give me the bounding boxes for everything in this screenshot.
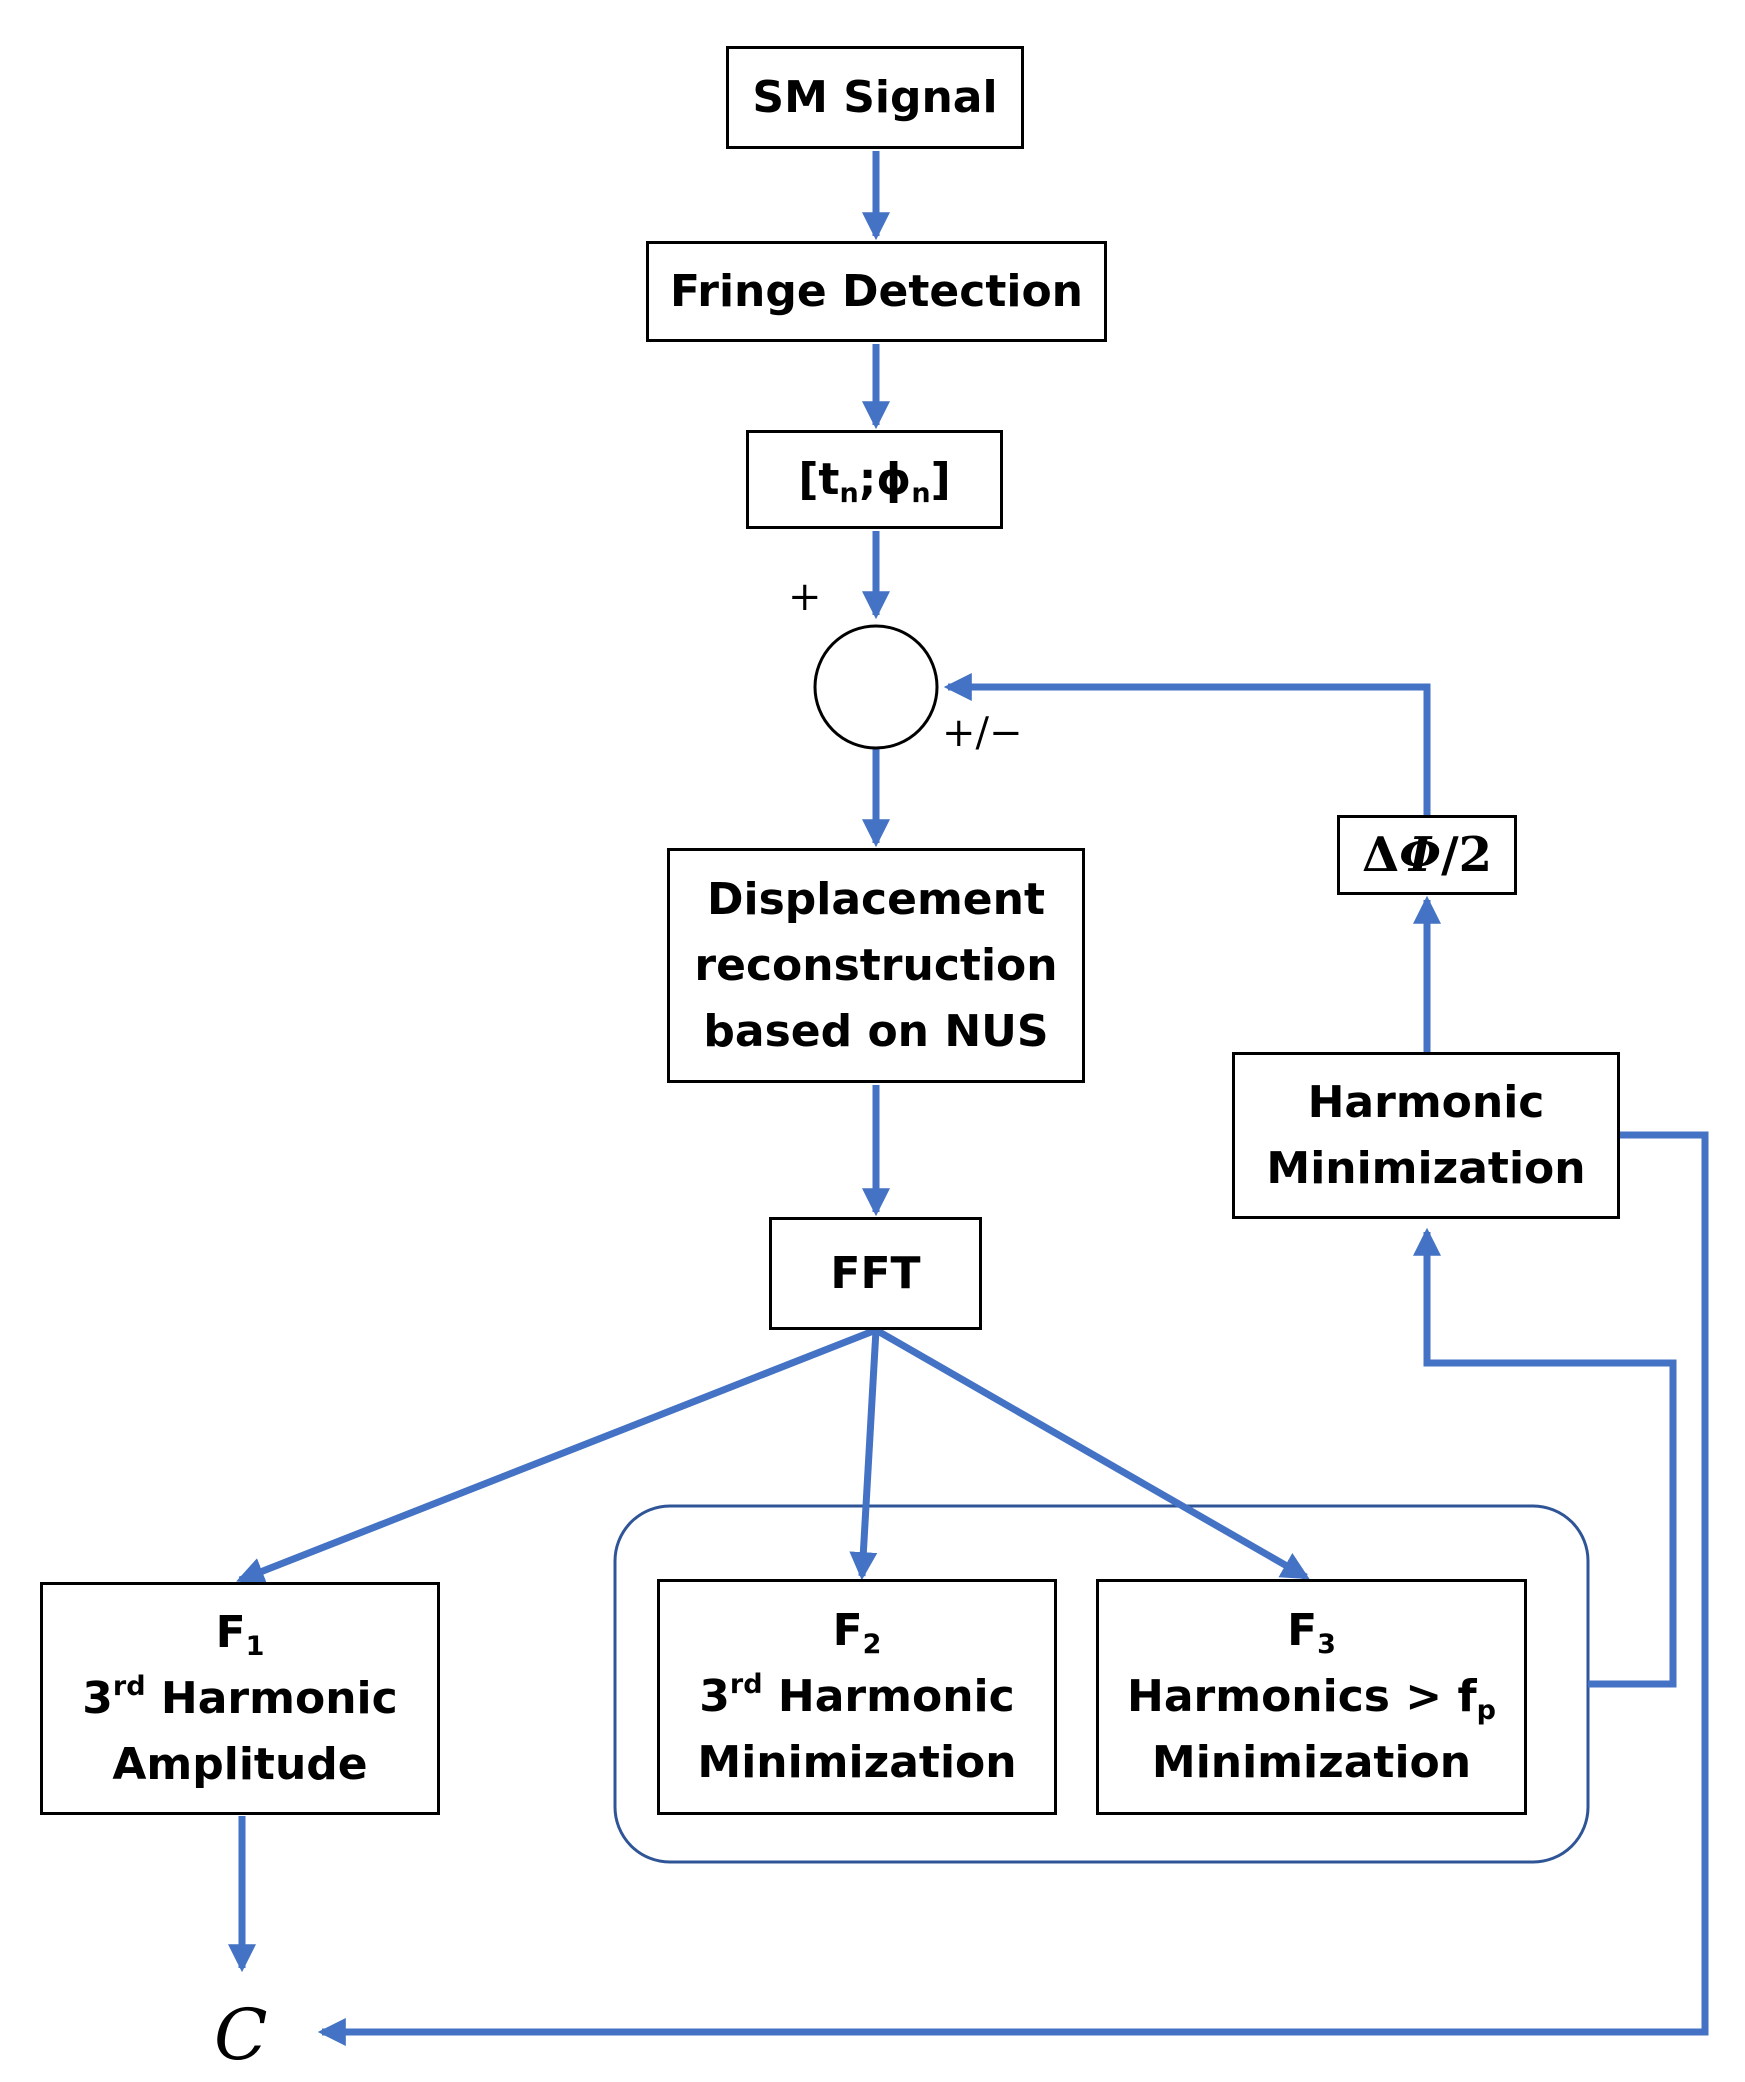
f2-line-3: Minimization [697,1737,1017,1788]
delta-phi-label: ΔΦ/2 [1362,822,1492,888]
f3-line-2-pre: Harmonics > f [1127,1671,1477,1722]
f2-line-2-rest: Harmonic [762,1671,1015,1722]
f2-sup: rd [729,1669,763,1700]
tn-phin-box: [tn;ϕn] [746,430,1003,529]
tn-phin-mid: ;ϕ [858,453,912,505]
arrow-fft-to-f2 [849,1329,880,1581]
f3-line-2: Harmonics > fp [1127,1664,1496,1730]
tn-phin-close: ] [930,453,951,505]
f3-box: F3 Harmonics > fp Minimization [1096,1579,1527,1815]
sm-signal-label: SM Signal [752,71,998,123]
f3-line-3: Minimization [1151,1737,1472,1788]
f2-line-2: 3rd Harmonic [699,1664,1014,1730]
arrow-fft-to-f1 [236,1326,878,1585]
f1-name: F [215,1606,246,1658]
fft-box: FFT [769,1217,982,1330]
f1-title: F1 [216,1600,265,1666]
delta-symbol: Δ [1362,827,1400,883]
arrow-group-to-harmonic-minimization [1413,1227,1677,1688]
tn-phin-phi-sub: n [911,477,931,509]
f1-line-2: 3rd Harmonic [82,1666,397,1732]
f1-sup-num: 3 [82,1672,113,1724]
f1-sub: 1 [245,1630,265,1662]
f3-sub: 3 [1317,1629,1336,1660]
displacement-line-1: Displacement [706,873,1046,925]
f3-title: F3 [1287,1598,1336,1664]
arrow-deltaphi-to-sum [943,673,1431,815]
tn-phin-t-sub: n [839,477,859,509]
f2-title: F2 [833,1598,882,1664]
displacement-line-2: reconstruction [694,939,1058,991]
harmonic-minimization-box: Harmonic Minimization [1232,1052,1620,1219]
summing-junction [813,624,939,750]
tn-phin-label: [tn;ϕn] [798,447,950,513]
f2-name: F [832,1605,863,1656]
f2-sub: 2 [862,1629,882,1660]
f3-name: F [1287,1605,1318,1656]
fringe-detection-box: Fringe Detection [646,241,1107,342]
delta-phi-box: ΔΦ/2 [1337,815,1517,895]
harmonic-minimization-line-2: Minimization [1266,1142,1586,1194]
sm-signal-box: SM Signal [726,46,1024,149]
displacement-line-3: based on NUS [703,1005,1049,1057]
fft-label: FFT [830,1247,921,1299]
fringe-detection-label: Fringe Detection [670,265,1083,317]
f1-sup: rd [112,1670,146,1702]
tn-phin-open: [t [798,453,840,505]
f1-box: F1 3rd Harmonic Amplitude [40,1582,440,1815]
arrow-fft-to-f3 [874,1326,1310,1581]
f2-box: F2 3rd Harmonic Minimization [657,1579,1057,1815]
arrow-harmonic-min-to-c [317,1131,1709,2046]
f1-line-2-rest: Harmonic [145,1672,398,1724]
sum-plus-minus-label: +/− [942,710,1023,756]
harmonic-minimization-line-1: Harmonic [1307,1076,1545,1128]
output-c-label: C [214,1994,268,2076]
f1-line-3: Amplitude [112,1738,368,1790]
f2-sup-num: 3 [699,1671,730,1722]
phi-symbol: Φ [1399,827,1442,883]
f3-line-2-sub: p [1476,1695,1496,1726]
displacement-reconstruction-box: Displacement reconstruction based on NUS [667,848,1085,1083]
delta-phi-rest: /2 [1441,827,1492,883]
sum-plus-label: + [788,574,822,620]
